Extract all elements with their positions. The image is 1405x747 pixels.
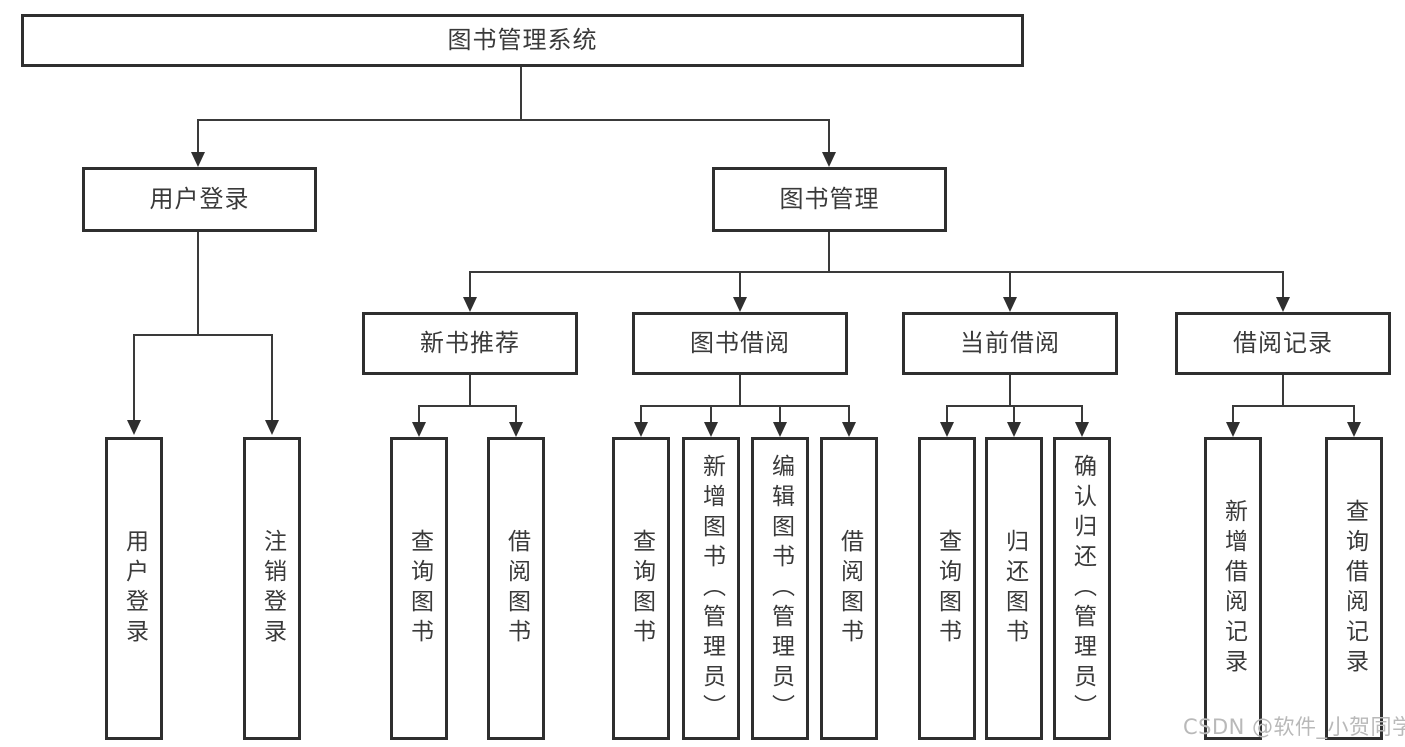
arrow-down-icon [191, 152, 205, 167]
node-book-management: 图书管理 [712, 167, 947, 232]
node-label: 新增借阅记录 [1220, 498, 1247, 679]
node-label: 当前借阅 [960, 329, 1060, 358]
arrow-down-icon [704, 422, 718, 437]
node-library-management-system: 图书管理系统 [21, 14, 1024, 67]
leaf-user-login: 用户登录 [105, 437, 163, 740]
arrow-down-icon [1007, 422, 1021, 437]
connector-root-stem [520, 67, 522, 120]
leaf-borrow-books-recommend: 借阅图书 [487, 437, 545, 740]
leaf-return-book: 归还图书 [985, 437, 1043, 740]
arrow-shaft [946, 405, 948, 424]
node-label: 确认归还（管理员） [1069, 453, 1096, 724]
node-label: 查询图书 [628, 528, 655, 649]
leaf-edit-book-admin: 编辑图书（管理员） [751, 437, 809, 740]
leaf-query-books-recommend: 查询图书 [390, 437, 448, 740]
arrow-shaft [1081, 405, 1083, 424]
node-label: 新增图书（管理员） [698, 453, 725, 724]
arrow-shaft [1353, 405, 1355, 424]
node-label: 图书借阅 [690, 329, 790, 358]
arrow-down-icon [509, 422, 523, 437]
connector-current-stem [1009, 375, 1011, 406]
leaf-query-books-current: 查询图书 [918, 437, 976, 740]
node-label: 用户登录 [149, 185, 250, 214]
node-label: 图书管理 [779, 185, 880, 214]
arrow-shaft [133, 334, 135, 422]
arrow-shaft [469, 271, 471, 299]
node-label: 查询借阅记录 [1341, 498, 1368, 679]
leaf-query-borrow-record: 查询借阅记录 [1325, 437, 1383, 740]
leaf-borrow-books-2: 借阅图书 [820, 437, 878, 740]
leaf-add-borrow-record: 新增借阅记录 [1204, 437, 1262, 740]
connector-records-bar [1232, 405, 1355, 407]
connector-book-mgmt-bar [469, 271, 1284, 273]
connector-user-login-stem [197, 232, 199, 335]
node-borrow-records: 借阅记录 [1175, 312, 1391, 375]
node-new-book-recommend: 新书推荐 [362, 312, 578, 375]
arrow-down-icon [842, 422, 856, 437]
connector-records-stem [1282, 375, 1284, 406]
node-label: 借阅图书 [836, 528, 863, 649]
arrow-shaft [515, 405, 517, 424]
node-user-login: 用户登录 [82, 167, 317, 232]
connector-book-mgmt-stem [828, 232, 830, 273]
arrow-down-icon [1347, 422, 1361, 437]
arrow-down-icon [412, 422, 426, 437]
arrow-down-icon [265, 420, 279, 435]
arrow-shaft [1232, 405, 1234, 424]
connector-borrow-bar [640, 405, 850, 407]
node-label: 图书管理系统 [447, 26, 598, 55]
arrow-down-icon [1276, 297, 1290, 312]
arrow-down-icon [1075, 422, 1089, 437]
arrow-shaft [1282, 271, 1284, 299]
leaf-logout: 注销登录 [243, 437, 301, 740]
arrow-down-icon [1226, 422, 1240, 437]
arrow-down-icon [463, 297, 477, 312]
node-current-borrow: 当前借阅 [902, 312, 1118, 375]
arrow-down-icon [822, 152, 836, 167]
arrow-down-icon [1003, 297, 1017, 312]
leaf-confirm-return-admin: 确认归还（管理员） [1053, 437, 1111, 740]
arrow-down-icon [634, 422, 648, 437]
node-label: 用户登录 [121, 528, 148, 649]
node-label: 注销登录 [259, 528, 286, 649]
connector-recommend-bar [418, 405, 517, 407]
node-label: 查询图书 [934, 528, 961, 649]
connector-borrow-stem [739, 375, 741, 406]
node-label: 查询图书 [406, 528, 433, 649]
connector-user-login-bar [133, 334, 273, 336]
arrow-shaft [779, 405, 781, 424]
arrow-down-icon [773, 422, 787, 437]
arrow-shaft [418, 405, 420, 424]
arrow-shaft [640, 405, 642, 424]
connector-root-bar [197, 119, 830, 121]
arrow-shaft [1013, 405, 1015, 424]
arrow-shaft [828, 119, 830, 154]
node-book-borrow: 图书借阅 [632, 312, 848, 375]
arrow-down-icon [940, 422, 954, 437]
leaf-query-books-borrow: 查询图书 [612, 437, 670, 740]
node-label: 编辑图书（管理员） [767, 453, 794, 724]
node-label: 借阅记录 [1233, 329, 1333, 358]
arrow-shaft [271, 334, 273, 422]
arrow-shaft [739, 271, 741, 299]
leaf-add-book-admin: 新增图书（管理员） [682, 437, 740, 740]
arrow-shaft [197, 119, 199, 154]
node-label: 借阅图书 [503, 528, 530, 649]
node-label: 新书推荐 [420, 329, 520, 358]
csdn-watermark: CSDN @软件_小贺同学 [1183, 715, 1405, 739]
node-label: 归还图书 [1001, 528, 1028, 649]
arrow-shaft [1009, 271, 1011, 299]
connector-recommend-stem [469, 375, 471, 406]
arrow-down-icon [127, 420, 141, 435]
arrow-shaft [848, 405, 850, 424]
arrow-down-icon [733, 297, 747, 312]
arrow-shaft [710, 405, 712, 424]
